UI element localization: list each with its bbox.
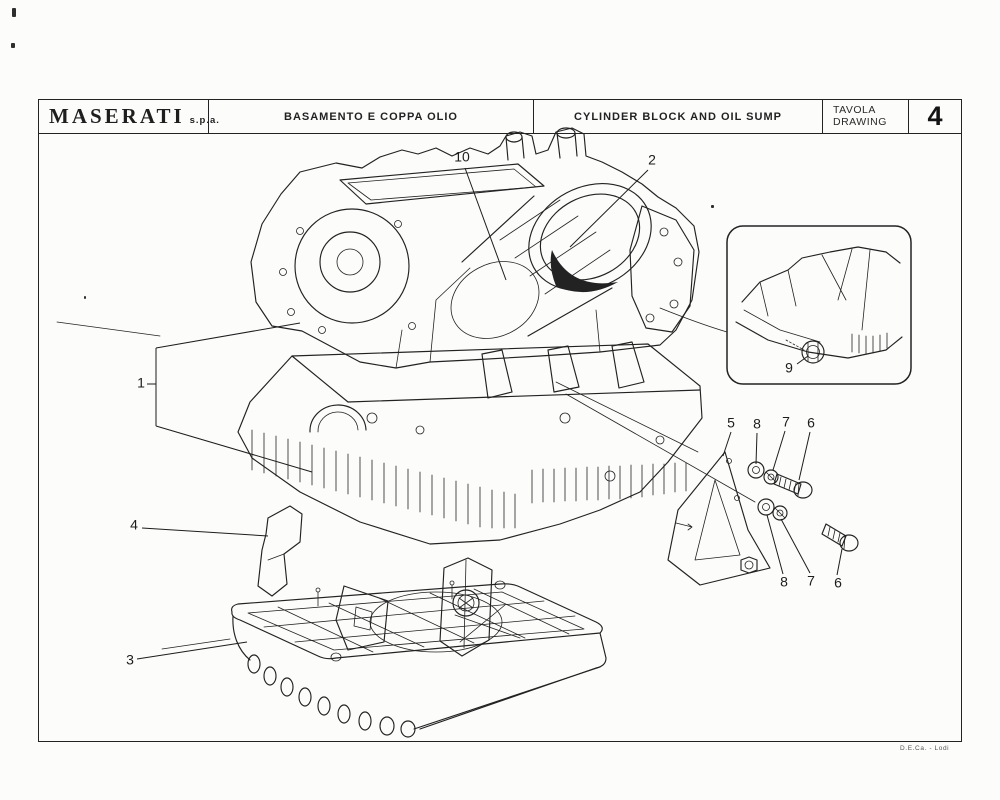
callout-leader-1	[155, 322, 301, 349]
scan-speck	[711, 205, 714, 208]
callout-leader-6	[798, 431, 811, 481]
callout-number-9: 9	[785, 360, 793, 376]
plate-number: 4	[927, 101, 943, 131]
brand-logo-text: MASERATI	[49, 104, 185, 128]
printer-mark: D.E.Ca. - Lodi	[900, 745, 950, 752]
callout-number-4: 4	[130, 517, 138, 533]
plate-label-drawing: DRAWING	[833, 115, 887, 128]
callout-number-10: 10	[454, 149, 470, 165]
cylinder-block-drawing	[250, 127, 700, 369]
oil-sump-drawing	[231, 580, 607, 738]
plate-label-cell: TAVOLA DRAWING	[823, 100, 909, 133]
callout-number-5: 5	[727, 415, 735, 431]
plate-label-tavola: TAVOLA	[833, 104, 876, 116]
scan-speck	[11, 43, 15, 48]
callout-leader-7	[780, 518, 811, 574]
brand-suffix: s.p.a.	[189, 114, 220, 126]
callout-layer: 10 2 1 4 3 5 8 7 6 9 8 7 6	[126, 149, 843, 668]
callout-number-8: 8	[780, 574, 788, 590]
callout-leader-3	[136, 641, 248, 660]
callout-leader-8	[766, 514, 784, 575]
callout-leader-10	[464, 167, 507, 281]
title-block: MASERATI s.p.a. BASAMENTO E COPPA OLIO C…	[38, 99, 962, 134]
plate-number-cell: 4	[909, 100, 961, 133]
callout-leader-6	[836, 548, 843, 576]
callout-leader-7	[772, 430, 786, 471]
title-english-cell: CYLINDER BLOCK AND OIL SUMP	[534, 100, 823, 133]
callout-number-3: 3	[126, 652, 134, 668]
mount-bracket-drawing	[667, 451, 771, 586]
callout-number-7: 7	[782, 414, 790, 430]
title-italian: BASAMENTO E COPPA OLIO	[284, 110, 458, 123]
callout-leader-5	[722, 431, 732, 457]
callout-number-6: 6	[807, 415, 815, 431]
title-english: CYLINDER BLOCK AND OIL SUMP	[574, 110, 782, 123]
callout-number-6: 6	[834, 575, 842, 591]
scan-speck	[12, 8, 16, 17]
callout-leader-9	[796, 355, 809, 365]
fasteners-drawing	[747, 461, 859, 552]
scan-speck	[84, 296, 86, 299]
callout-number-7: 7	[807, 573, 815, 589]
callout-number-2: 2	[648, 152, 656, 168]
title-italian-cell: BASAMENTO E COPPA OLIO	[209, 100, 534, 133]
callout-number-8: 8	[753, 416, 761, 432]
callout-number-1: 1	[137, 375, 145, 391]
callout-leader-4	[141, 527, 269, 537]
callout-leader-1	[155, 425, 313, 473]
crankcase-drawing	[237, 341, 703, 545]
callout-leader-8	[755, 432, 758, 465]
brand-cell: MASERATI s.p.a.	[39, 100, 219, 133]
detail-inset	[659, 225, 912, 385]
callout-leader-2	[569, 169, 649, 248]
